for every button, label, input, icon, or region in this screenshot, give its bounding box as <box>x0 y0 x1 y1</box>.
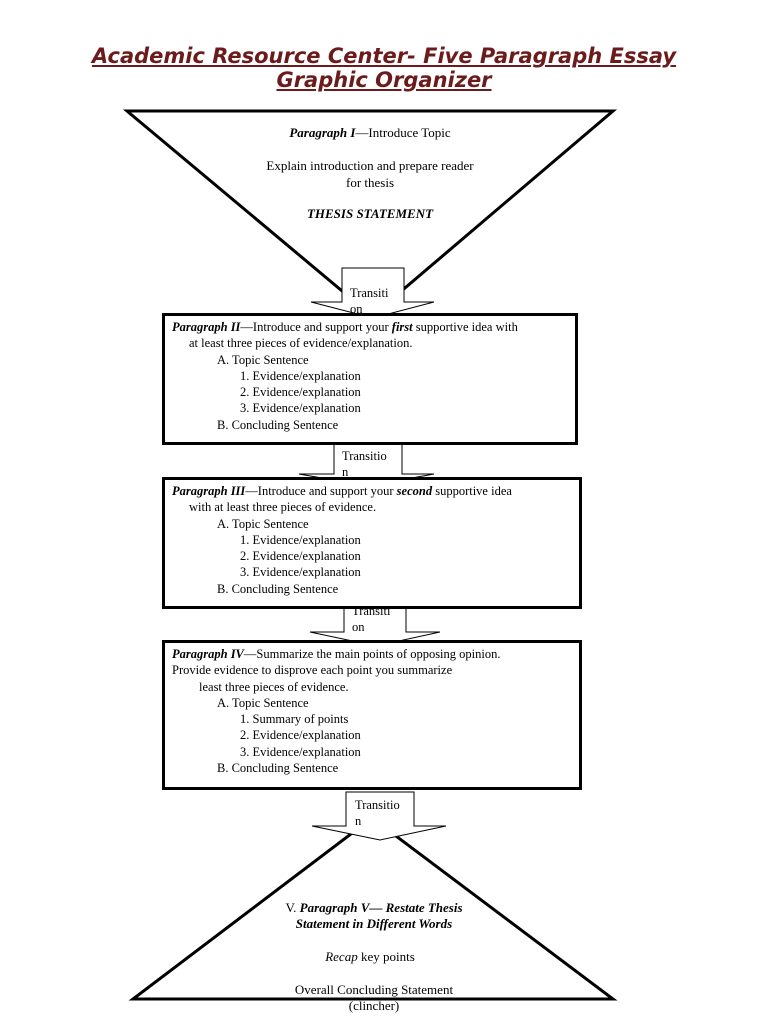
p3-heading: Paragraph III—Introduce and support your… <box>172 483 512 499</box>
paragraph-3-text: Paragraph III—Introduce and support your… <box>172 483 512 597</box>
p5-rest-1: — Restate Thesis <box>369 900 463 915</box>
transition-label-4: Transitio n <box>355 797 400 829</box>
p3-evidence-1: 1. Evidence/explanation <box>240 532 361 547</box>
transition-2-line-2: n <box>342 465 349 479</box>
p1-heading: Paragraph I—Introduce Topic <box>200 125 540 142</box>
p3-label: Paragraph III <box>172 484 246 498</box>
paragraph-4-text: Paragraph IV—Summarize the main points o… <box>172 646 500 776</box>
p2-evidence-3: 3. Evidence/explanation <box>240 401 361 416</box>
p4-label: Paragraph IV <box>172 647 244 661</box>
p1-explain-line-2: for thesis <box>345 175 395 190</box>
p1-thesis-text: THESIS STATEMENT <box>306 206 434 221</box>
transition-label-1: Transiti on <box>350 285 388 317</box>
page-title: Academic Resource Center- Five Paragraph… <box>0 44 768 92</box>
transition-arrow-4 <box>311 791 447 841</box>
p1-explain-line-1: Explain introduction and prepare reader <box>266 158 474 173</box>
p5-clincher: (clincher) <box>348 998 400 1013</box>
p5-rest-2: Statement in Different Words <box>295 916 453 931</box>
p5-recap-emph: Recap <box>325 949 358 964</box>
p4-line-2: Provide evidence to disprove each point … <box>172 663 453 678</box>
p5-recap: Recap key points <box>200 949 540 966</box>
conclusion-pyramid-triangle <box>128 816 618 1001</box>
p2-concluding-sentence: B. Concluding Sentence <box>217 417 339 432</box>
title-line-1: Academic Resource Center- Five Paragraph… <box>91 44 677 68</box>
p5-prefix: V. <box>285 900 300 915</box>
p2-emph: first <box>391 320 413 334</box>
p1-thesis-statement: THESIS STATEMENT <box>200 206 540 223</box>
paragraph-4-box <box>162 640 582 790</box>
p5-overall-statement: Overall Concluding Statement <box>294 982 454 997</box>
p4-concluding-sentence: B. Concluding Sentence <box>217 761 339 776</box>
transition-label-2: Transitio n <box>342 448 387 480</box>
paragraph-2-text: Paragraph II—Introduce and support your … <box>172 319 518 433</box>
p2-post: supportive idea with <box>412 320 518 334</box>
p3-pre: —Introduce and support your <box>245 484 397 498</box>
transition-4-line-2: n <box>355 814 362 828</box>
p4-heading: Paragraph IV—Summarize the main points o… <box>172 646 500 662</box>
p5-recap-rest: key points <box>357 949 415 964</box>
paragraph-2-box <box>162 313 578 445</box>
p3-topic-sentence: A. Topic Sentence <box>217 516 309 531</box>
transition-3-line-2: on <box>352 620 365 634</box>
transition-3-line-1: Transiti <box>352 604 391 618</box>
transition-arrow-1 <box>310 267 435 319</box>
p4-line-3: least three pieces of evidence. <box>199 679 349 694</box>
transition-1-line-1: Transiti <box>350 286 389 300</box>
transition-1-line-2: on <box>350 302 363 316</box>
p2-line-2: at least three pieces of evidence/explan… <box>189 336 413 351</box>
transition-4-line-1: Transitio <box>355 798 400 812</box>
p1-label: Paragraph I <box>289 125 356 140</box>
transition-label-3: Transiti on <box>352 603 390 635</box>
p2-heading: Paragraph II—Introduce and support your … <box>172 319 518 335</box>
p3-evidence-2: 2. Evidence/explanation <box>240 549 361 564</box>
p4-evidence-2: 2. Evidence/explanation <box>240 728 361 743</box>
p3-line-2: with at least three pieces of evidence. <box>189 500 377 515</box>
p4-summary-of-points: 1. Summary of points <box>240 712 349 727</box>
p5-label: Paragraph V <box>299 900 370 915</box>
p3-post: supportive idea <box>432 484 512 498</box>
transition-2-line-1: Transitio <box>342 449 387 463</box>
p2-pre: —Introduce and support your <box>240 320 392 334</box>
p5-heading-line-2: Statement in Different Words <box>200 916 548 933</box>
p5-heading-line-1: V. Paragraph V— Restate Thesis <box>200 900 548 917</box>
p2-evidence-2: 2. Evidence/explanation <box>240 385 361 400</box>
intro-funnel-triangle <box>122 109 618 318</box>
p4-evidence-3: 3. Evidence/explanation <box>240 744 361 759</box>
p3-evidence-3: 3. Evidence/explanation <box>240 565 361 580</box>
p3-concluding-sentence: B. Concluding Sentence <box>217 581 339 596</box>
paragraph-3-box <box>162 477 582 609</box>
p2-label: Paragraph II <box>172 320 241 334</box>
p2-evidence-1: 1. Evidence/explanation <box>240 368 361 383</box>
title-line-2: Graphic Organizer <box>276 68 492 92</box>
p3-emph: second <box>396 484 433 498</box>
p2-topic-sentence: A. Topic Sentence <box>217 352 309 367</box>
p4-heading-rest: —Summarize the main points of opposing o… <box>243 647 501 661</box>
p4-topic-sentence: A. Topic Sentence <box>217 695 309 710</box>
p1-heading-rest: —Introduce Topic <box>355 125 451 140</box>
